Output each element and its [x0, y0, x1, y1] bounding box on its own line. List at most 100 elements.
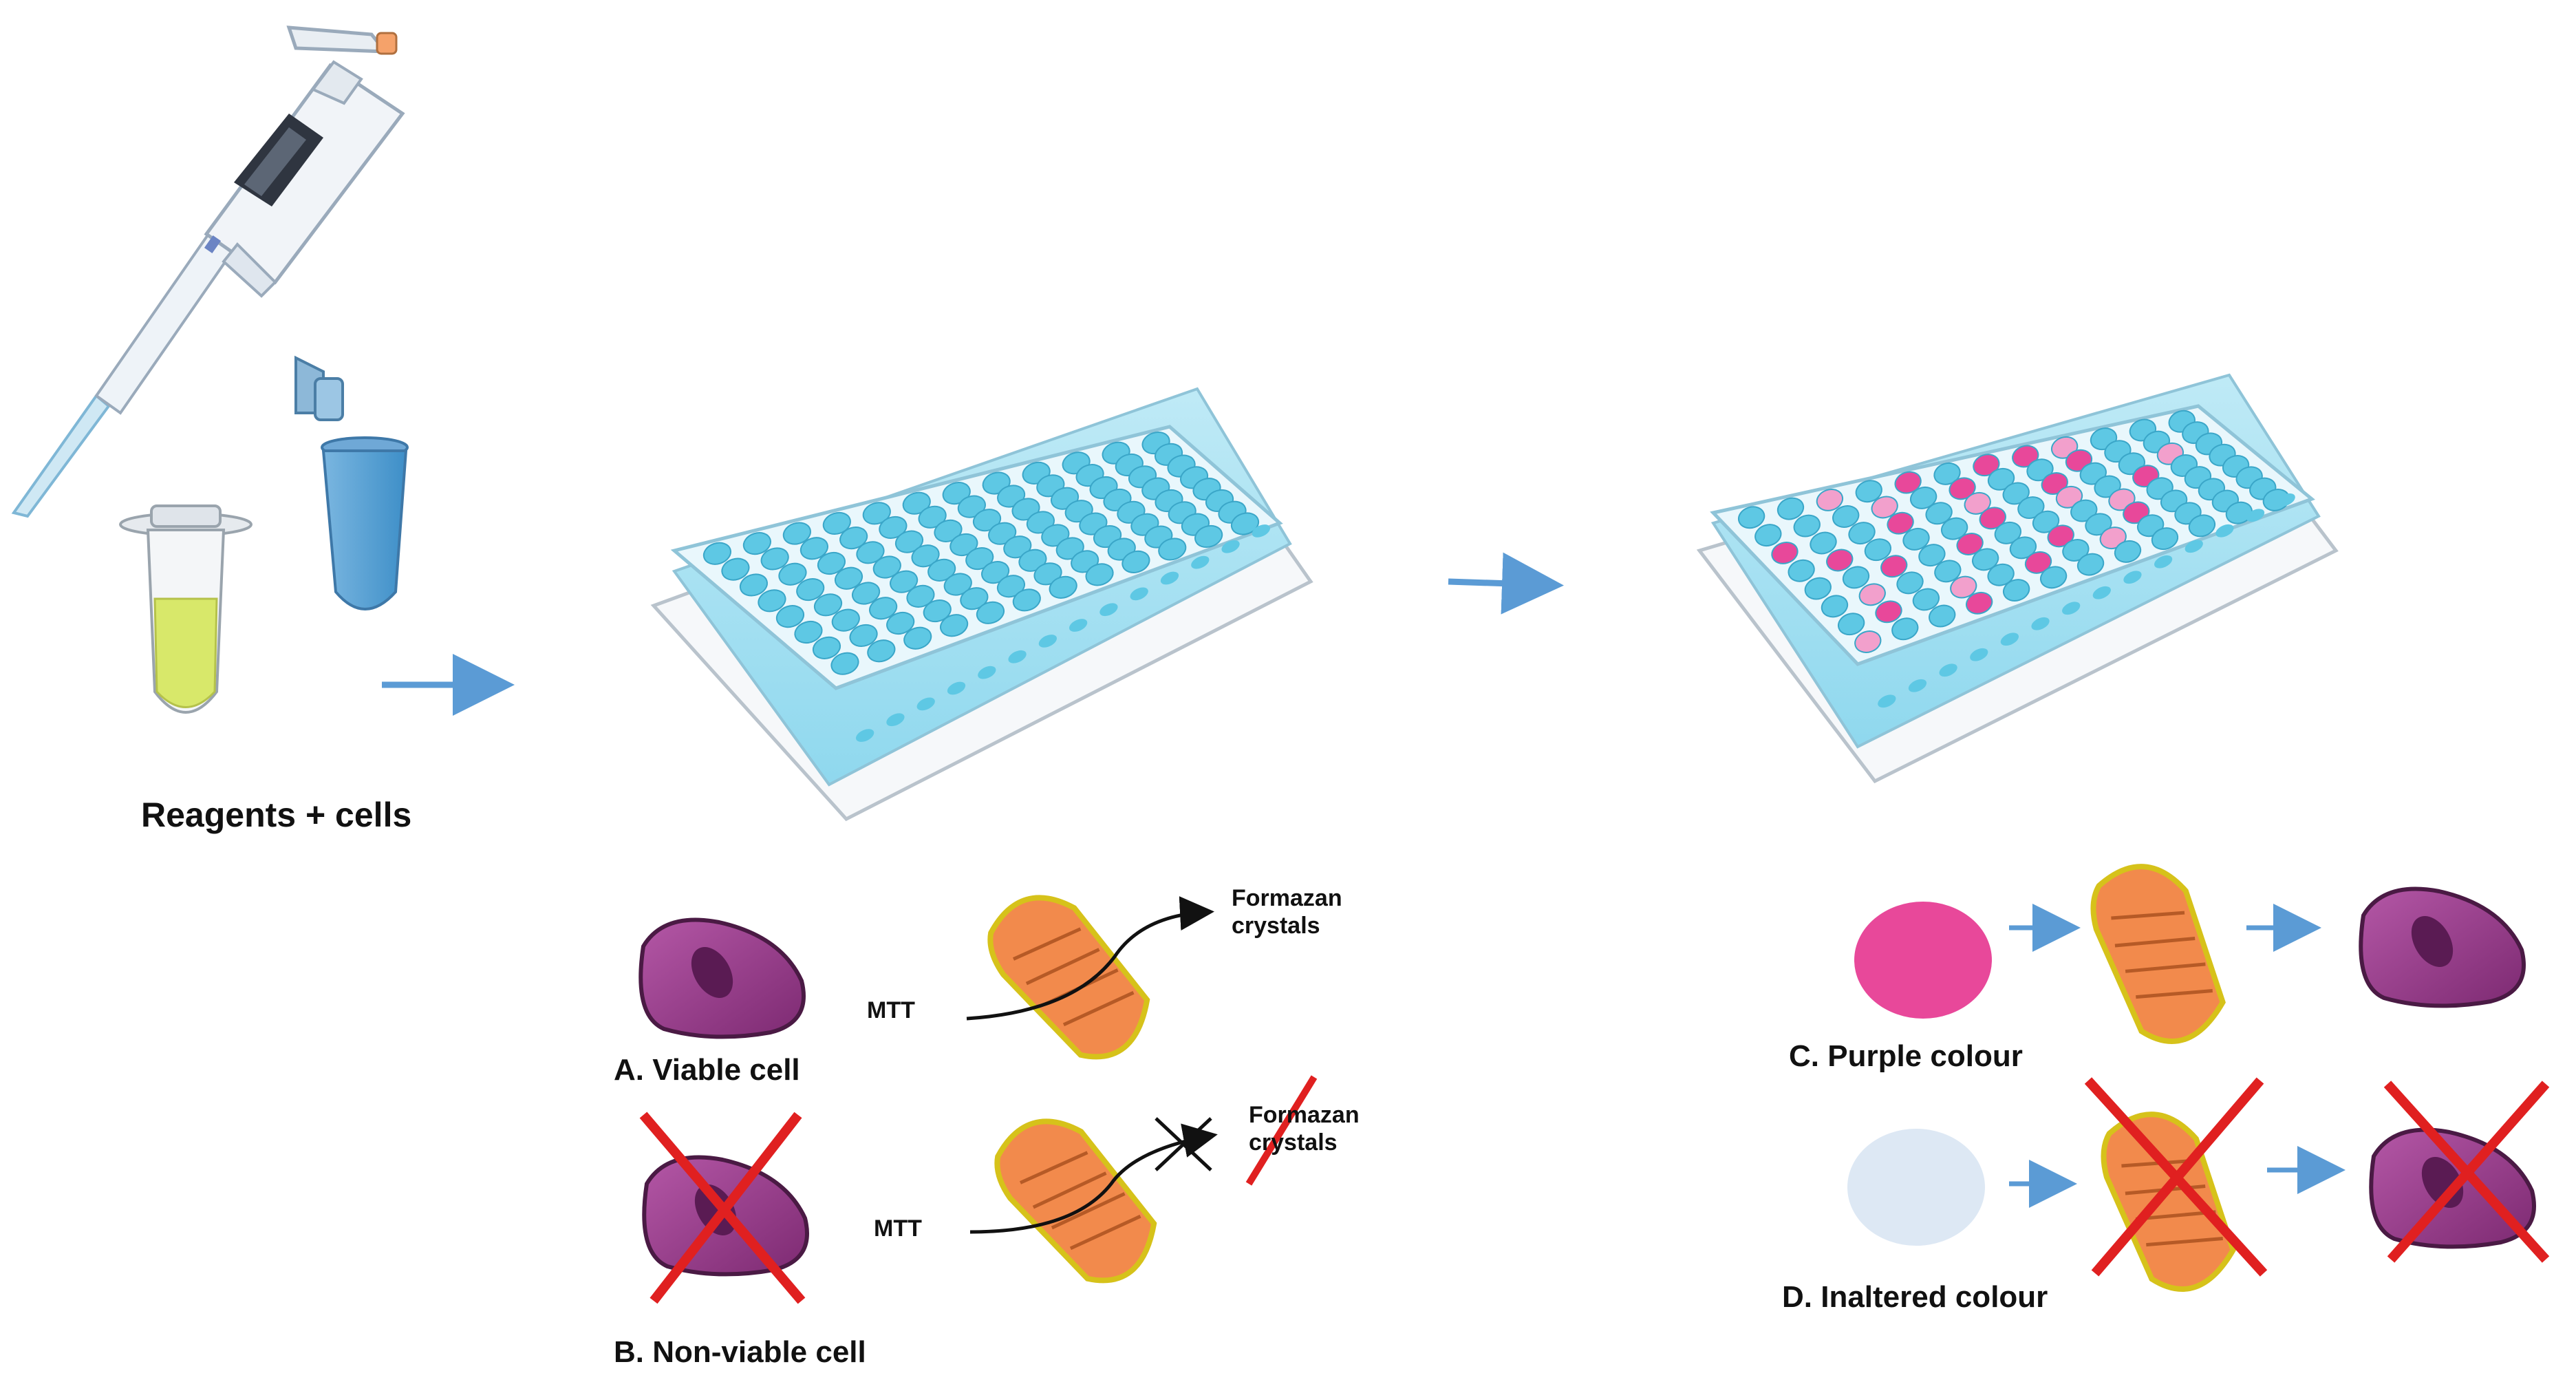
plate-well-A1: [1737, 506, 1765, 529]
plate-well-H3: [1929, 604, 1956, 628]
plate-well-B4: [839, 527, 868, 550]
cell-icon: [638, 917, 806, 1039]
plate-well-D7: [2017, 496, 2045, 520]
tube-blue-icon: [294, 355, 409, 610]
plate-well-H5: [2002, 579, 2030, 602]
plate-side-well: [1008, 650, 1027, 663]
plate-well-F4: [906, 584, 935, 608]
plate-well-E7: [2032, 510, 2060, 533]
plate-well-F4: [1934, 560, 1962, 583]
plate-well-H9: [2151, 527, 2179, 551]
plate-well-D5: [1940, 517, 1968, 540]
plate-well-F6: [981, 561, 1010, 584]
plate-well-D2: [1826, 549, 1854, 572]
plate-well-E1: [775, 605, 805, 628]
plate-well-C4: [856, 541, 885, 564]
plate-well-H11: [2225, 501, 2253, 524]
plate-well-G2: [1875, 600, 1902, 624]
plate-side-well: [916, 697, 935, 711]
mtt-label-a: MTT: [867, 997, 915, 1023]
plate-side-well: [2062, 602, 2081, 615]
plate-side-well: [2185, 540, 2203, 553]
plate-well-H6: [1012, 588, 1041, 612]
plate-well-C2: [1810, 531, 1837, 555]
plate-well-E2: [813, 593, 843, 617]
plate-well-C3: [1848, 522, 1876, 545]
plate-well-D6: [949, 533, 978, 557]
plate-well-A7: [1973, 454, 2000, 477]
plate-well-F3: [1896, 571, 1924, 595]
plate-side-well: [1038, 635, 1057, 648]
plate-well-H10: [2188, 514, 2216, 538]
plate-well-B2: [1793, 514, 1821, 538]
plate-well-B3: [1832, 505, 1860, 528]
plate-well-F5: [943, 573, 972, 596]
reagents-label: Reagents + cells: [141, 796, 412, 834]
plate-well-D3: [1864, 538, 1892, 562]
pipette-icon: [11, 25, 405, 518]
plate-well-B3: [799, 537, 828, 560]
plate-side-well: [1252, 524, 1270, 538]
viable-cell-label: A. Viable cell: [614, 1053, 800, 1087]
cross-icon: [639, 1112, 806, 1304]
plate-well-F7: [2047, 524, 2074, 548]
plate-well-C5: [894, 530, 924, 553]
strike-line: [1245, 1075, 1318, 1186]
plate-well-A1: [702, 542, 731, 565]
plate-well-F6: [2009, 536, 2037, 560]
formazan-line1: Formazan: [1232, 885, 1342, 911]
plate-side-well: [2092, 586, 2111, 599]
plate-well-E1: [1804, 577, 1832, 600]
plate-well-E3: [851, 582, 881, 605]
formazan-line1: Formazan: [1249, 1102, 1360, 1128]
plate-well-B4: [1871, 496, 1898, 519]
plate-well-H3: [903, 626, 932, 650]
plate-well-A4: [1855, 480, 1882, 503]
plate-well-G5: [1987, 563, 2015, 586]
plate-well-A2: [742, 532, 771, 555]
plate-well-G1: [1837, 613, 1865, 636]
inaltered-colour-label: D. Inaltered colour: [1782, 1280, 2048, 1314]
blocked-conversion-arrow: [969, 1123, 1218, 1234]
plate-well-E3: [1880, 555, 1908, 578]
plate-icon: [650, 387, 1313, 822]
plate-well-C3: [817, 551, 846, 575]
plate-well-E2: [1842, 566, 1870, 589]
plate-well-F1: [794, 620, 823, 644]
plate-well-D4: [1902, 527, 1930, 551]
purple-colour-label: C. Purple colour: [1789, 1039, 2023, 1073]
plate-well-G6: [2024, 551, 2052, 574]
plate-well-A6: [1933, 462, 1961, 485]
plate-well-A4: [822, 511, 851, 535]
plate-well-F5: [1971, 548, 1999, 571]
plate-well-H11: [1194, 524, 1223, 549]
arrow-to-coloured-plate: [1448, 552, 1564, 615]
cross-icon: [2084, 1077, 2268, 1277]
plate-side-well: [2000, 632, 2019, 646]
plate-well-H1: [830, 652, 859, 675]
mitochondria-icon: [987, 895, 1150, 1060]
tube-yellow-icon: [119, 504, 253, 714]
plate-well-G4: [1950, 575, 1977, 599]
plate-well-A6: [902, 491, 931, 515]
plate-well-A3: [1816, 488, 1844, 511]
plate-side-well: [978, 666, 996, 679]
plate-side-well: [1099, 603, 1118, 617]
formazan-label-b: Formazan crystals: [1249, 1101, 1360, 1156]
plate-well-D5: [911, 544, 940, 568]
plate-side-well: [2031, 617, 2050, 630]
plate-well-E4: [1918, 544, 1946, 567]
plate-well-F2: [1858, 583, 1886, 606]
mtt-label-b: MTT: [874, 1215, 922, 1242]
formazan-line2: crystals: [1249, 1129, 1338, 1156]
plate-well-H2: [867, 639, 896, 663]
plate-well-E5: [927, 558, 956, 582]
plate-well-A2: [1777, 497, 1805, 520]
plate-well-H7: [2076, 553, 2105, 576]
plate-well-H5: [976, 601, 1005, 624]
plate-well-B5: [879, 515, 908, 540]
plate-well-H8: [1085, 563, 1114, 586]
plate-well-B5: [1909, 486, 1938, 509]
plate-well-D2: [796, 577, 825, 602]
